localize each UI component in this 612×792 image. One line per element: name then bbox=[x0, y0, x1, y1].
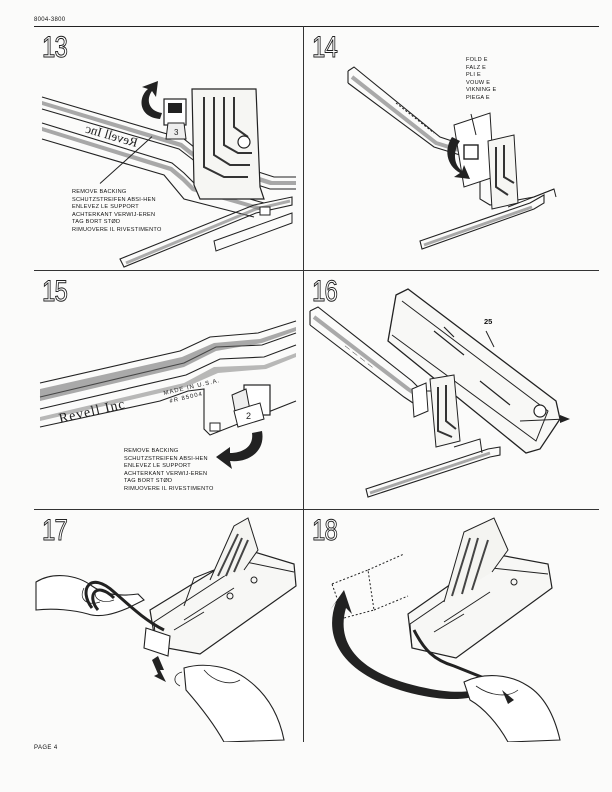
step-13-panel: Revell Inc 3 13 bbox=[34, 27, 303, 270]
step-17-illustration bbox=[35, 517, 297, 742]
step-16-number: 16 bbox=[312, 275, 339, 309]
caption-line: PIEGA E bbox=[466, 94, 490, 101]
caption-line: VIKNING E bbox=[466, 87, 497, 94]
step-17-panel: 17 bbox=[34, 510, 303, 742]
caption-line: RIMUOVERE IL RIVESTIMENTO bbox=[124, 485, 214, 492]
document-number: 8004-3800 bbox=[34, 17, 66, 23]
part-number-label: 25 bbox=[484, 317, 493, 326]
caption-line: FALZ E bbox=[466, 64, 487, 71]
caption-line: TAG BORT STØD bbox=[72, 219, 121, 226]
caption-line: RIMUOVERE IL RIVESTIMENTO bbox=[72, 226, 162, 233]
caption-line: REMOVE BACKING bbox=[124, 448, 179, 454]
caption-line: SCHUTZSTREIFEN ABSI-HEN bbox=[72, 196, 156, 203]
step-15-panel: Revell Inc MADE IN U.S.A. #R 85004 2 15 … bbox=[34, 271, 303, 509]
row-divider bbox=[34, 509, 599, 510]
page-frame bbox=[34, 26, 599, 745]
step-14-panel: 14 FOLD E FALZ E PLI E VOUW E VIKNING E … bbox=[304, 27, 599, 270]
caption-line: VOUW E bbox=[466, 79, 491, 86]
column-divider bbox=[303, 26, 304, 270]
step-14-illustration bbox=[347, 66, 557, 250]
caption-line: ACHTERKANT VERWIJ-EREN bbox=[124, 470, 208, 477]
column-divider bbox=[303, 270, 304, 509]
step-18-illustration bbox=[330, 517, 561, 742]
step-13-number: 13 bbox=[42, 31, 69, 65]
step-15-tab-number: 2 bbox=[246, 411, 251, 421]
caption-line: ENLEVEZ LE SUPPORT bbox=[72, 204, 139, 211]
page-number: PAGE 4 bbox=[34, 745, 58, 751]
step-13-illustration: Revell Inc 3 bbox=[41, 81, 296, 268]
step-14-number: 14 bbox=[312, 31, 339, 65]
row-divider bbox=[34, 270, 599, 271]
caption-line: FOLD E bbox=[466, 57, 488, 63]
step-17-number: 17 bbox=[42, 514, 69, 548]
step-13-caption: REMOVE BACKING SCHUTZSTREIFEN ABSI-HEN E… bbox=[72, 189, 162, 235]
step-15-number: 15 bbox=[42, 275, 69, 309]
caption-line: SCHUTZSTREIFEN ABSI-HEN bbox=[124, 455, 208, 462]
step-16-illustration: — — — — bbox=[309, 288, 570, 498]
caption-line: TAG BORT STØD bbox=[124, 478, 173, 485]
caption-line: PLI E bbox=[466, 72, 481, 79]
step-18-panel: 18 bbox=[304, 510, 599, 742]
step-13-tab-number: 3 bbox=[174, 128, 179, 137]
caption-line: REMOVE BACKING bbox=[72, 189, 127, 195]
panel-brand-text: Revell Inc bbox=[58, 397, 128, 427]
step-16-panel: — — — — 16 25 bbox=[304, 271, 599, 509]
step-18-number: 18 bbox=[312, 514, 339, 548]
column-divider bbox=[303, 509, 304, 742]
step-14-caption: FOLD E FALZ E PLI E VOUW E VIKNING E PIE… bbox=[466, 57, 497, 103]
caption-line: ENLEVEZ LE SUPPORT bbox=[124, 463, 191, 470]
step-15-illustration: Revell Inc MADE IN U.S.A. #R 85004 2 bbox=[39, 320, 297, 469]
step-15-caption: REMOVE BACKING SCHUTZSTREIFEN ABSI-HEN E… bbox=[124, 448, 214, 494]
caption-line: ACHTERKANT VERWIJ-EREN bbox=[72, 211, 156, 218]
